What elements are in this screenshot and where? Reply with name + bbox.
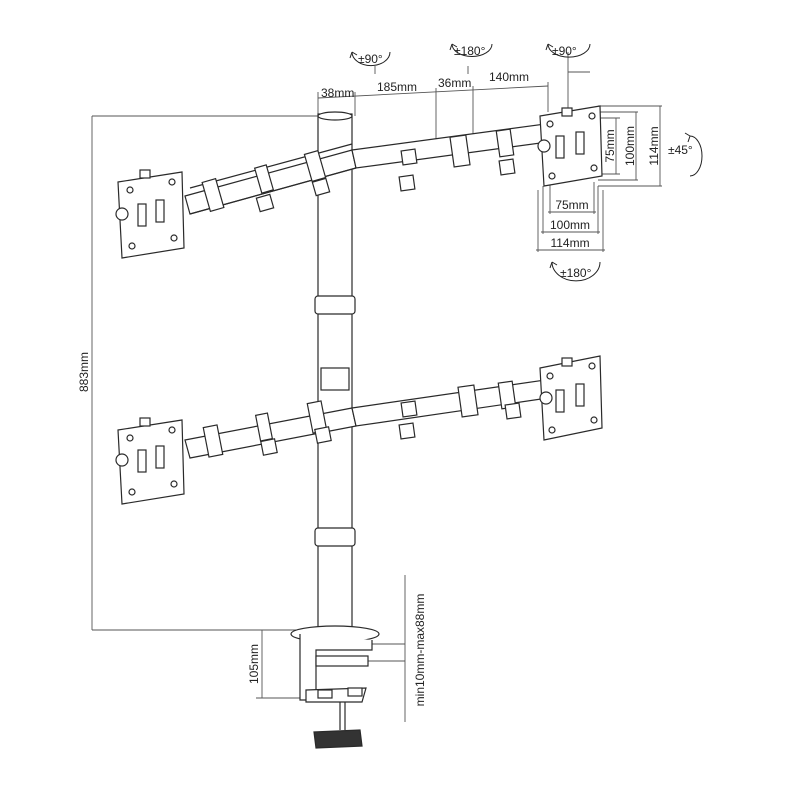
pole (314, 111, 356, 635)
label-rotation-right: ±90° (552, 44, 577, 58)
rotation-arrows (349, 43, 703, 282)
label-tilt: ±45° (668, 143, 693, 157)
swivel-arrow-icon (551, 261, 601, 282)
tilt-arrow-icon (689, 135, 703, 177)
vesa-plate-bottom-right (539, 355, 603, 441)
top-arm-assembly (184, 123, 549, 215)
label-rotation-left: ±90° (358, 52, 383, 66)
desk-clamp (290, 625, 380, 749)
label-dim-joint: 36mm (438, 76, 471, 90)
label-vesa-h75: 75mm (555, 198, 588, 212)
label-vesa-h114: 114mm (550, 236, 589, 250)
dimension-lines (91, 52, 662, 722)
rotate-arrow-left-icon (351, 51, 391, 67)
label-height: 883mm (77, 352, 91, 392)
rotate-arrow-center-icon (451, 43, 493, 57)
label-swivel: ±180° (560, 266, 592, 280)
label-vesa-v75: 75mm (603, 129, 617, 162)
rotate-arrow-right-icon (547, 43, 591, 58)
label-rotation-center: ±180° (454, 44, 486, 58)
label-dim-arm2: 140mm (489, 70, 529, 84)
labels: ±90° ±180° ±90° ±45° ±180° 38mm 185mm 36… (77, 44, 693, 706)
label-clamp-height: 105mm (247, 644, 261, 684)
vesa-plate-top-left (115, 169, 185, 259)
label-dim-arm1: 185mm (377, 80, 417, 94)
vesa-plate-top-right (537, 105, 603, 187)
label-desk-range: min10mm-max88mm (413, 594, 427, 707)
label-vesa-h100: 100mm (550, 218, 590, 232)
label-dim-pole: 38mm (321, 86, 354, 100)
label-vesa-v114: 114mm (647, 126, 661, 165)
vesa-plate-bottom-left (115, 417, 185, 505)
label-vesa-v100: 100mm (623, 126, 637, 166)
bottom-arm-assembly (184, 379, 549, 459)
